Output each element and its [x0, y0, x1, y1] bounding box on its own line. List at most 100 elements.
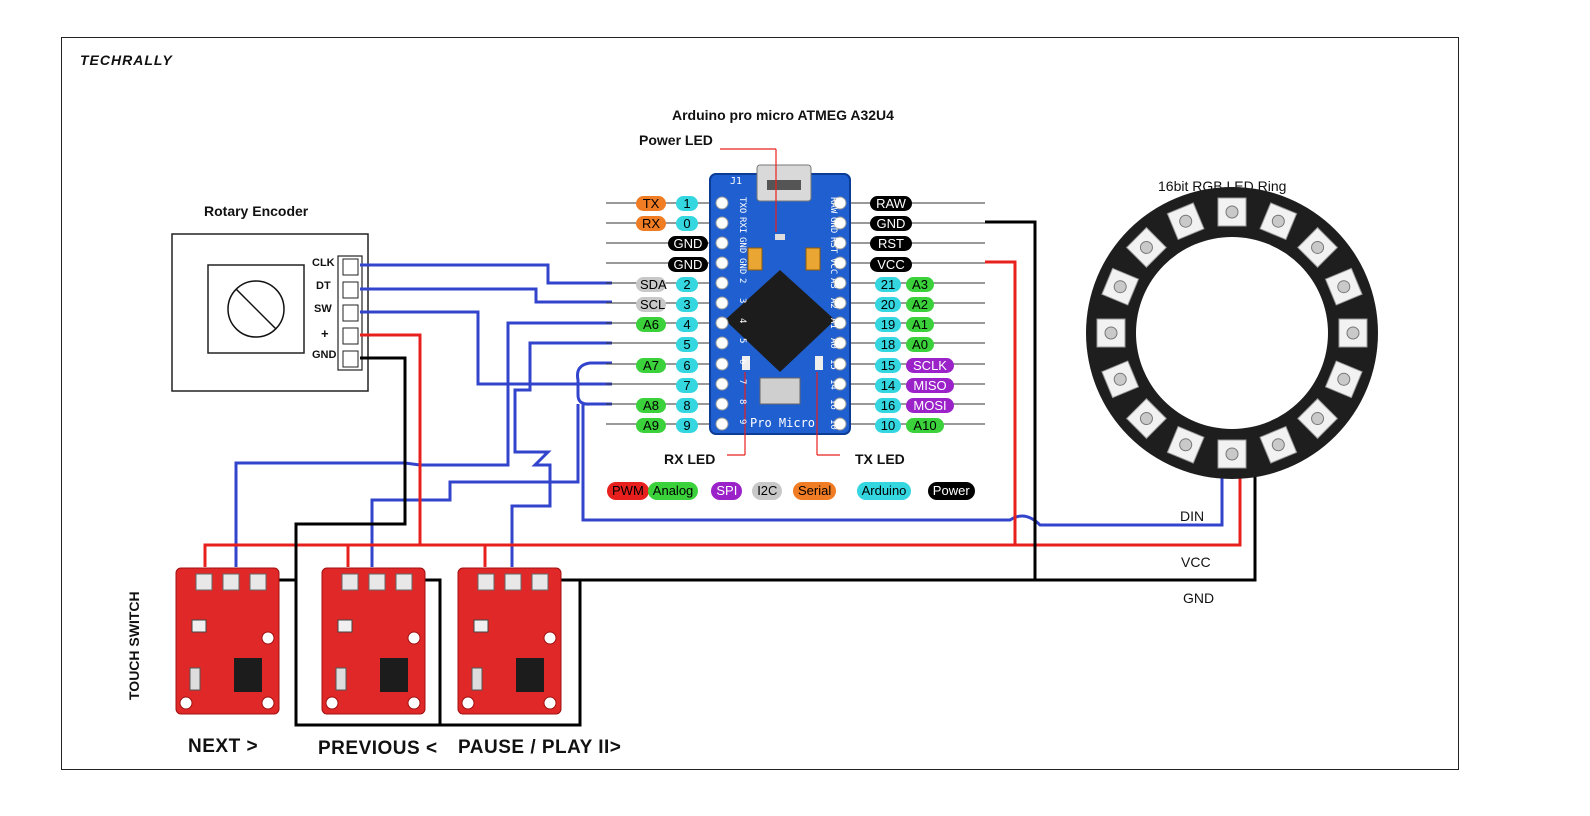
tx-led-label: TX LED — [855, 451, 905, 467]
right-pin-number: 18 — [875, 337, 901, 353]
rx-led-label: RX LED — [664, 451, 716, 467]
right-pin-function: SCLK — [906, 357, 954, 373]
left-pin-function: GND — [668, 236, 708, 252]
left-pin-number: 3 — [676, 297, 698, 312]
silk-left-label: 7 — [737, 378, 747, 385]
silk-left-label: 2 — [737, 277, 747, 284]
silk-left-label: GND — [737, 237, 747, 254]
encoder-pin-plus: + — [321, 326, 329, 341]
board-title: Arduino pro micro ATMEG A32U4 — [672, 107, 894, 123]
left-pin-number: 7 — [676, 377, 698, 393]
silk-right-label: 16 — [828, 399, 838, 410]
ring-led-lens — [1311, 412, 1325, 426]
legend-item: Arduino — [856, 482, 912, 500]
right-pin-function: A10 — [906, 418, 944, 434]
left-pin-function: A7 — [636, 357, 666, 373]
silk-left-label: 5 — [737, 338, 747, 344]
ring-led-lens — [1139, 412, 1153, 426]
touch-switch-board — [457, 567, 562, 715]
silk-left-label: TXO — [737, 197, 747, 214]
silk-right-label: RST — [828, 237, 838, 254]
rotary-encoder — [171, 233, 369, 392]
left-pin-number: 8 — [676, 398, 698, 413]
encoder-pin-gnd: GND — [312, 349, 337, 361]
ring-wire-din: DIN — [1180, 508, 1205, 524]
rgb-led-ring — [1086, 187, 1378, 479]
touch-switch-label: TOUCH SWITCH — [126, 591, 142, 700]
right-pin-function: MOSI — [906, 398, 954, 413]
right-pin-number: 16 — [875, 398, 901, 413]
ring-led-lens — [1113, 280, 1127, 294]
right-pin-number: 10 — [875, 418, 901, 434]
ring-led-lens — [1179, 214, 1193, 228]
ring-led-lens — [1225, 447, 1239, 461]
ring-led-lens — [1271, 214, 1285, 228]
left-pin-number: 1 — [676, 196, 698, 211]
right-pin-function: RST — [870, 236, 912, 252]
right-pin-number: 15 — [875, 357, 901, 373]
left-pin-function: SCL — [636, 297, 666, 312]
silk-left-label: RXI — [737, 217, 747, 234]
left-pin-function: TX — [636, 196, 666, 211]
ring-led-lens — [1337, 280, 1351, 294]
ring-led-lens — [1271, 438, 1285, 452]
left-pin-number: 2 — [676, 276, 698, 292]
ring-led-lens — [1179, 438, 1193, 452]
silk-right-label: RAW — [828, 197, 838, 214]
legend-item: Serial — [793, 482, 837, 500]
left-pin-function: GND — [668, 256, 708, 272]
silk-left-label: GND — [737, 257, 747, 274]
legend-item: Analog — [647, 482, 699, 500]
right-pin-number: 14 — [875, 377, 901, 393]
ring-led-lens — [1346, 326, 1360, 340]
left-pin-number: 0 — [676, 216, 698, 232]
ring-led-lens — [1225, 205, 1239, 219]
silk-right-label: 14 — [828, 378, 838, 390]
ring-led-lens — [1104, 326, 1118, 340]
ring-wire-vcc: VCC — [1181, 554, 1211, 570]
left-pin-function: A6 — [636, 317, 666, 333]
encoder-pin-dt: DT — [316, 280, 331, 292]
left-pin-number: 9 — [676, 418, 698, 434]
silk-right-label: A1 — [828, 318, 838, 330]
encoder-pin-clk: CLK — [312, 257, 335, 269]
silk-left-label: 6 — [737, 358, 747, 365]
ring-led-lens — [1337, 372, 1351, 386]
right-pin-function: A3 — [906, 276, 934, 292]
previous-button-label: PREVIOUS < — [318, 738, 438, 759]
silk-corner-label: J1 — [730, 176, 743, 187]
silk-right-label: 15 — [828, 358, 838, 370]
left-pin-function: SDA — [636, 276, 667, 292]
right-pin-number: 21 — [875, 276, 901, 292]
right-pin-function: RAW — [870, 196, 912, 211]
brand-logo-text: TECHRALLY — [80, 52, 173, 68]
silk-right-label: VCC — [828, 257, 838, 274]
legend-item: PWM — [607, 482, 649, 500]
crystal-icon — [759, 377, 801, 405]
legend-item: SPI — [711, 482, 743, 500]
silk-board-name: Pro Micro — [750, 416, 816, 430]
silk-right-label: 10 — [828, 419, 838, 431]
ring-wire-gnd: GND — [1183, 590, 1215, 606]
ring-led-lens — [1311, 240, 1325, 254]
right-pin-function: A0 — [906, 337, 934, 353]
silk-right-label: GND — [828, 217, 838, 234]
right-pin-function: A1 — [906, 317, 934, 333]
silk-right-label: A3 — [828, 277, 838, 289]
silk-left-label: 8 — [737, 399, 747, 405]
right-pin-function: VCC — [870, 256, 912, 272]
pause-play-button-label: PAUSE / PLAY II> — [458, 737, 622, 758]
right-pin-number: 20 — [875, 297, 901, 312]
left-pin-function: A8 — [636, 398, 666, 413]
next-button-label: NEXT > — [188, 736, 259, 757]
left-pin-number: 6 — [676, 357, 698, 373]
mcu-chip-icon — [725, 270, 835, 372]
right-pin-function: GND — [870, 216, 912, 232]
encoder-title: Rotary Encoder — [204, 203, 309, 219]
right-pin-function: MISO — [906, 377, 954, 393]
silk-left-label: 9 — [737, 419, 747, 425]
silk-right-label: A2 — [828, 298, 838, 309]
right-pin-function: A2 — [906, 297, 934, 312]
encoder-pin-sw: SW — [314, 303, 332, 315]
